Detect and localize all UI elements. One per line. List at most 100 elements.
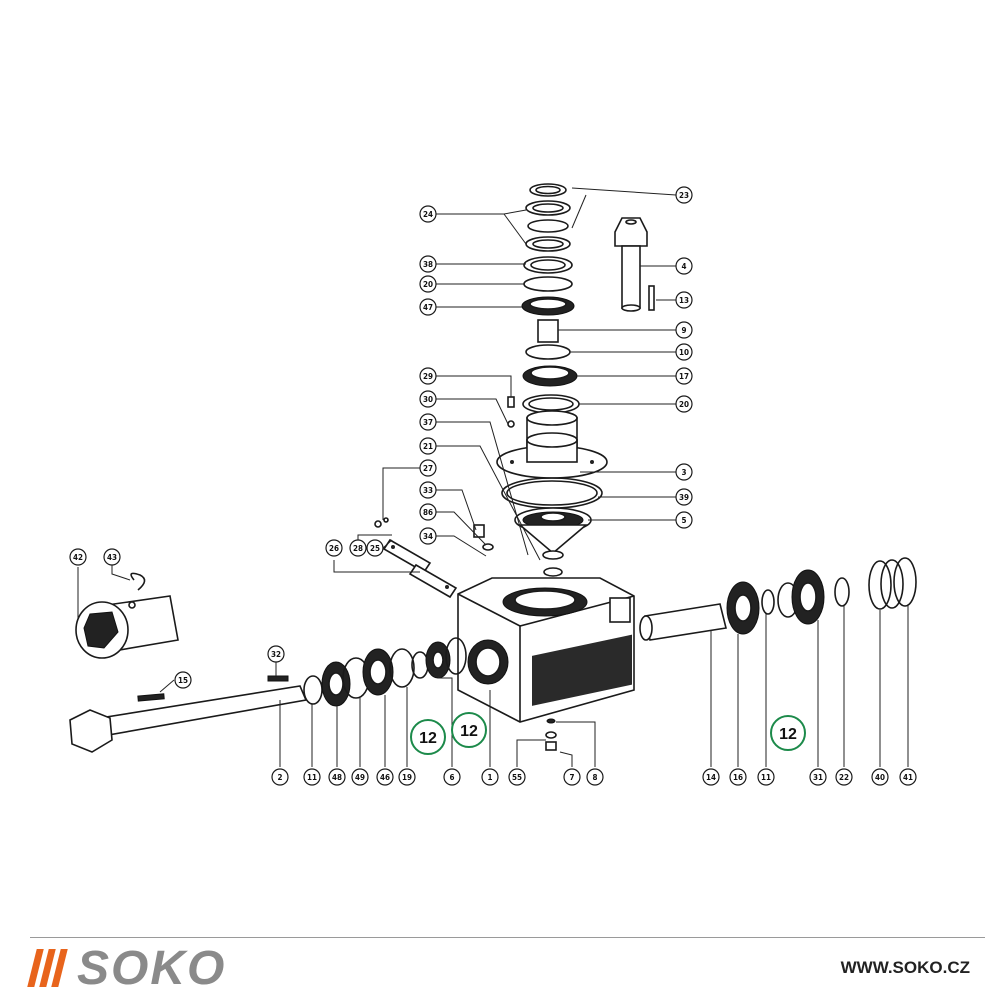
part-callout-86: 86: [419, 503, 437, 521]
part-callout-3: 3: [675, 463, 693, 481]
part-number: 27: [423, 464, 433, 473]
part-number: 34: [423, 532, 433, 541]
part-callout-19: 19: [398, 768, 416, 786]
highlighted-callout-12[interactable]: 12: [410, 719, 446, 755]
part-number: 33: [423, 486, 433, 495]
part-number: 1: [487, 773, 492, 782]
part-callout-49: 49: [351, 768, 369, 786]
part-number: 3: [681, 468, 686, 477]
part-callout-30: 30: [419, 390, 437, 408]
part-number: 38: [423, 260, 433, 269]
part-number: 30: [423, 395, 433, 404]
part-callout-26: 26: [325, 539, 343, 557]
part-number: 22: [839, 773, 849, 782]
logo-wordmark: SOKO: [77, 941, 227, 995]
part-callout-41: 41: [899, 768, 917, 786]
part-number: 19: [402, 773, 412, 782]
leader-lines: [77, 187, 909, 767]
part-callout-16: 16: [729, 768, 747, 786]
part-callouts: 2324382047413910172920303732139273358634…: [69, 186, 917, 786]
small-fasteners: [374, 396, 557, 751]
part-number: 17: [679, 372, 689, 381]
part-callout-24: 24: [419, 205, 437, 223]
part-callout-20: 20: [675, 395, 693, 413]
part-callout-1: 1: [481, 768, 499, 786]
part-number: 25: [370, 544, 380, 553]
part-number: 24: [423, 210, 433, 219]
part-number: 55: [512, 773, 522, 782]
part-number: 43: [107, 553, 117, 562]
highlighted-callouts: 12 12 12: [410, 712, 806, 755]
link-plates: [382, 538, 458, 599]
bolt-and-pin: [614, 217, 655, 312]
soko-logo[interactable]: SOKO: [27, 941, 227, 995]
part-number: 46: [380, 773, 390, 782]
part-number: 28: [353, 544, 363, 553]
part-number: 48: [332, 773, 342, 782]
part-callout-43: 43: [103, 548, 121, 566]
part-number: 7: [569, 773, 574, 782]
part-number: 23: [679, 191, 689, 200]
vertical-shaft-stack: [496, 183, 608, 577]
part-callout-32: 32: [267, 645, 285, 663]
part-callout-33: 33: [419, 481, 437, 499]
part-callout-5: 5: [675, 511, 693, 529]
part-callout-4: 4: [675, 257, 693, 275]
highlighted-callout-12[interactable]: 12: [451, 712, 487, 748]
part-number: 16: [733, 773, 743, 782]
part-number: 86: [423, 508, 433, 517]
part-callout-22: 22: [835, 768, 853, 786]
part-callout-10: 10: [675, 343, 693, 361]
part-number: 10: [679, 348, 689, 357]
part-callout-39: 39: [675, 488, 693, 506]
part-number: 15: [178, 676, 188, 685]
part-callout-48: 48: [328, 768, 346, 786]
highlight-part-number: 12: [460, 723, 478, 740]
part-callout-31: 31: [809, 768, 827, 786]
part-number: 21: [423, 442, 433, 451]
part-number: 11: [307, 773, 317, 782]
footer-divider: [30, 937, 985, 938]
part-number: 20: [679, 400, 689, 409]
part-callout-38: 38: [419, 255, 437, 273]
highlight-part-number: 12: [419, 730, 437, 747]
coupling-sleeve: [75, 572, 179, 659]
part-callout-13: 13: [675, 291, 693, 309]
part-callout-42: 42: [69, 548, 87, 566]
highlighted-callout-12[interactable]: 12: [770, 715, 806, 751]
part-callout-6: 6: [443, 768, 461, 786]
part-callout-25: 25: [366, 539, 384, 557]
part-number: 14: [706, 773, 716, 782]
part-callout-20: 20: [419, 275, 437, 293]
part-callout-11: 11: [757, 768, 775, 786]
part-callout-27: 27: [419, 459, 437, 477]
part-number: 47: [423, 303, 433, 312]
part-number: 20: [423, 280, 433, 289]
part-callout-29: 29: [419, 367, 437, 385]
part-number: 32: [271, 650, 281, 659]
part-callout-7: 7: [563, 768, 581, 786]
part-number: 26: [329, 544, 339, 553]
part-number: 39: [679, 493, 689, 502]
part-number: 42: [73, 553, 83, 562]
part-callout-34: 34: [419, 527, 437, 545]
logo-bars-icon: [27, 949, 68, 987]
part-callout-2: 2: [271, 768, 289, 786]
right-shaft-assembly: [639, 557, 917, 641]
part-callout-14: 14: [702, 768, 720, 786]
part-callout-11: 11: [303, 768, 321, 786]
part-callout-9: 9: [675, 321, 693, 339]
left-shaft-assembly: [69, 637, 467, 753]
highlight-part-number: 12: [779, 726, 797, 743]
part-number: 40: [875, 773, 885, 782]
part-callout-23: 23: [675, 186, 693, 204]
part-number: 2: [277, 773, 282, 782]
part-callout-37: 37: [419, 413, 437, 431]
part-number: 13: [679, 296, 689, 305]
part-callout-28: 28: [349, 539, 367, 557]
part-callout-47: 47: [419, 298, 437, 316]
part-number: 6: [449, 773, 454, 782]
website-link[interactable]: WWW.SOKO.CZ: [840, 958, 970, 977]
part-number: 29: [423, 372, 433, 381]
